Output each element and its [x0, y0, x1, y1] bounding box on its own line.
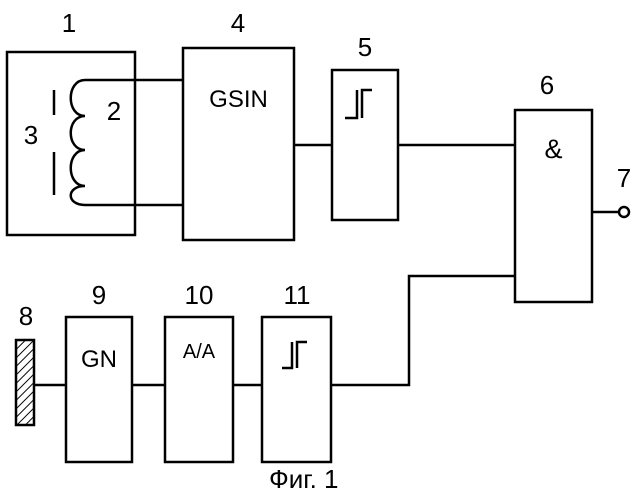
label-9: 9 [74, 282, 124, 308]
gsin-label: GSIN [183, 88, 294, 111]
label-2: 2 [89, 98, 139, 124]
label-5: 5 [340, 34, 390, 60]
figure-caption: Фиг. 1 [269, 466, 339, 492]
label-7: 7 [599, 165, 639, 191]
trigger-block-11 [262, 317, 331, 462]
gn-label: GN [66, 348, 132, 371]
aa-block [165, 317, 233, 462]
hysteresis-icon-5 [345, 90, 372, 118]
label-4: 4 [213, 10, 263, 36]
gsin-block [183, 48, 294, 240]
label-6: 6 [522, 72, 572, 98]
label-11: 11 [272, 282, 322, 308]
trigger-block-5 [332, 70, 398, 220]
aa-label: A/A [165, 341, 233, 364]
and-label: & [515, 138, 592, 161]
label-1: 1 [44, 10, 94, 36]
label-10: 10 [174, 282, 224, 308]
sensor-element-8 [16, 340, 34, 425]
label-8: 8 [1, 303, 51, 329]
hysteresis-icon-11 [282, 342, 307, 368]
gn-block [66, 317, 132, 462]
label-3: 3 [6, 122, 56, 148]
output-terminal [619, 207, 629, 217]
wire-trigger11-and [331, 276, 515, 385]
